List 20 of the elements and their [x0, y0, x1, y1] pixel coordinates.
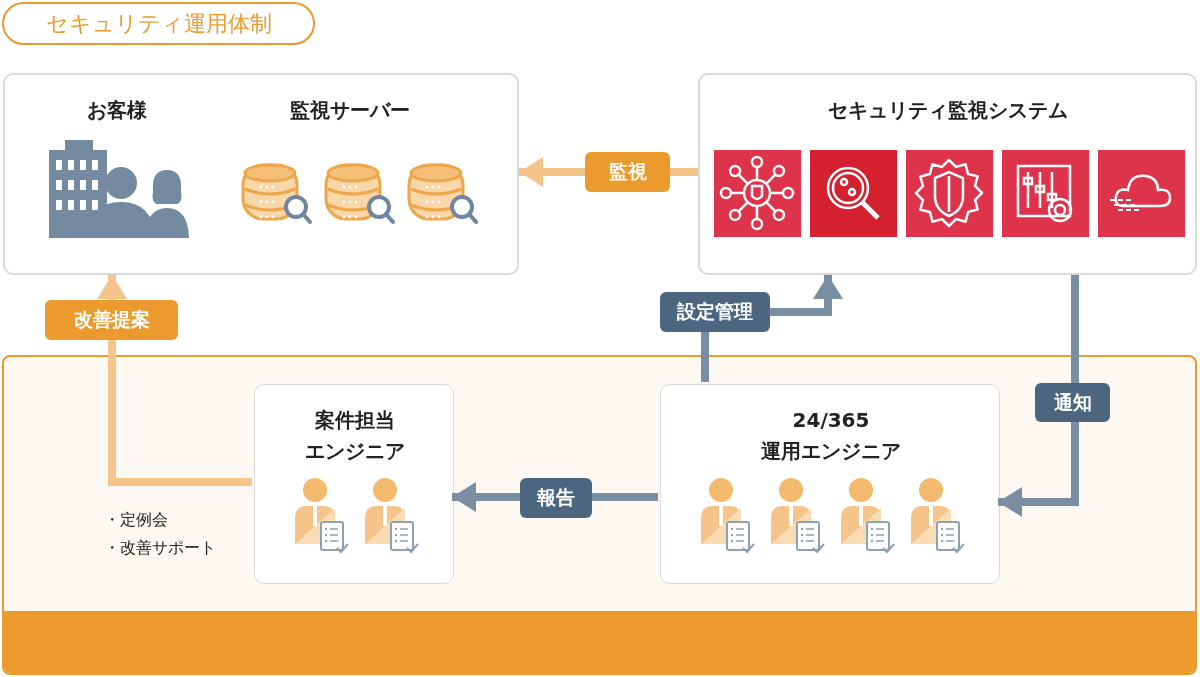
- arrow: [998, 275, 1079, 517]
- note-text: ・改善サポート: [104, 538, 216, 559]
- heading: お客様: [86, 97, 148, 124]
- team-card: [660, 384, 1000, 584]
- heading: 案件担当エンジニア: [304, 407, 406, 465]
- team-band: [2, 355, 1197, 675]
- heading: 監視サーバー: [289, 97, 411, 124]
- edge-label: 設定管理: [660, 292, 770, 332]
- note-text: ・定例会: [104, 510, 168, 531]
- title-pill: セキュリティ運用体制: [2, 2, 315, 45]
- edge-label: 報告: [520, 478, 592, 518]
- edge-label: 改善提案: [45, 300, 178, 340]
- edge-label: 通知: [1035, 383, 1110, 422]
- team-card: [254, 384, 454, 584]
- arrow: [97, 275, 252, 486]
- panel: [3, 73, 519, 275]
- edge-label: 監視: [585, 152, 670, 192]
- heading: 24/365運用エンジニア: [760, 407, 902, 465]
- heading: セキュリティ監視システム: [826, 97, 1069, 124]
- panel: [698, 73, 1197, 275]
